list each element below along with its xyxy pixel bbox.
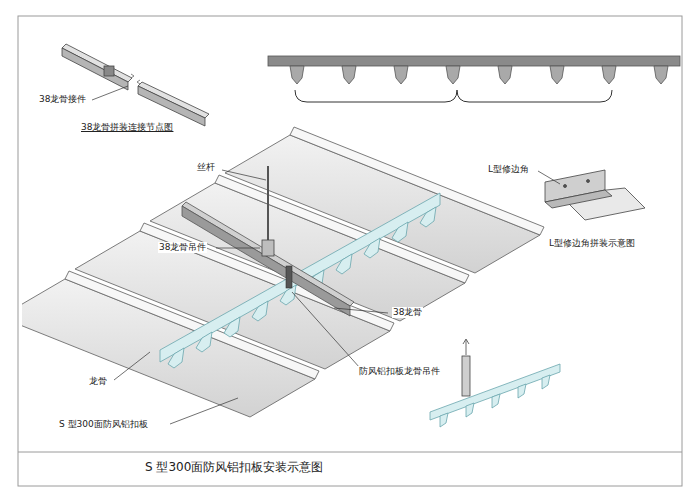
title-rule — [18, 452, 682, 453]
part-label: 龙骨 — [88, 376, 108, 387]
part-label: 丝杆 — [196, 162, 216, 173]
carrier-elevation — [268, 56, 680, 102]
part-label: 38龙骨接件 — [38, 94, 87, 105]
part-label: 38龙骨 — [392, 307, 423, 318]
hanger-detail — [430, 339, 560, 427]
frame — [18, 16, 682, 486]
part-label: 防风铝扣板龙骨吊件 — [358, 366, 441, 377]
part-label: L型修边角拼装示意图 — [548, 238, 636, 249]
part-label: 38龙骨吊件 — [158, 242, 207, 253]
part-label: L型修边角 — [487, 164, 530, 175]
ceiling-assembly — [22, 127, 544, 417]
keel-joint-inset — [62, 44, 209, 126]
part-label: S 型300面防风铝扣板 — [58, 419, 149, 430]
diagram-title: S 型300面防风铝扣板安装示意图 — [145, 460, 323, 474]
part-label: 38龙骨拼装连接节点图 — [80, 122, 174, 133]
leader-lines — [92, 86, 560, 424]
l-trim-inset — [545, 170, 645, 220]
